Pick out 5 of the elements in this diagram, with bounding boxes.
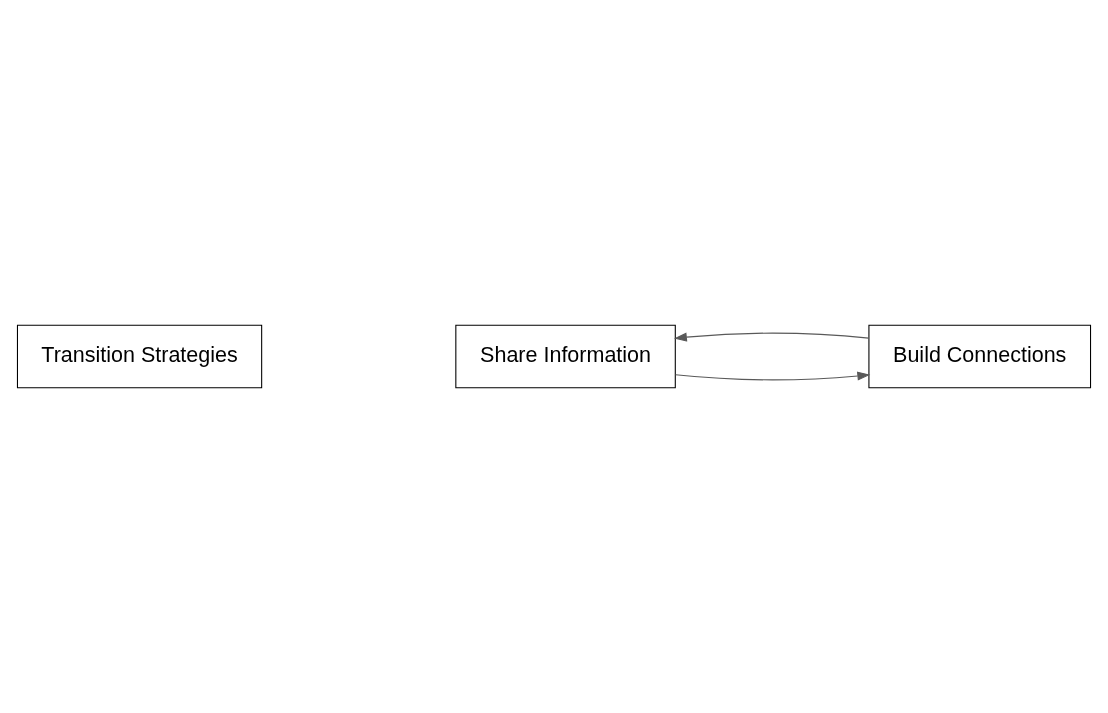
arrow	[675, 371, 871, 381]
node-box: Transition Strategies	[16, 324, 263, 389]
node-box: Share Information	[455, 324, 676, 389]
arrow	[673, 332, 870, 342]
node-box: Build Connections	[868, 324, 1092, 389]
